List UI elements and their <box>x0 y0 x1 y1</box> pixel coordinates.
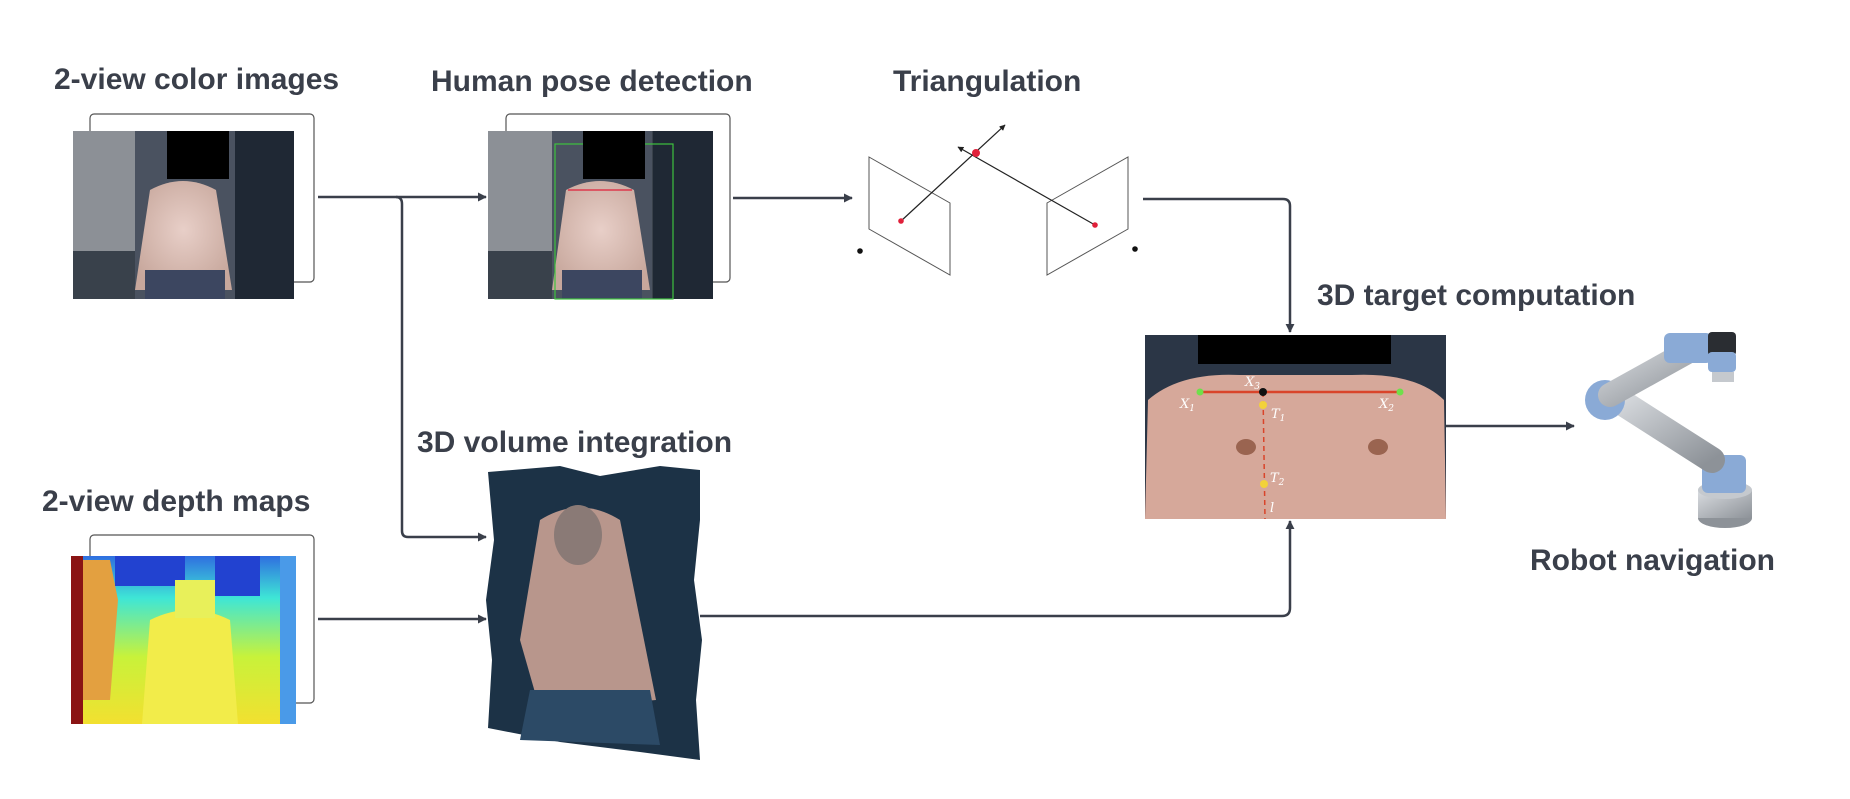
depth-maps-stack <box>71 534 315 724</box>
annotation-t2: T2 <box>1270 471 1285 488</box>
arrow-volume-to-target <box>700 520 1295 618</box>
target-point-2 <box>1260 480 1268 488</box>
target-computation-image: X1 X2 X3 T1 T2 l <box>1145 335 1446 520</box>
arrow-triangulation-to-target <box>1143 197 1295 333</box>
label-triangulation: Triangulation <box>893 65 1081 98</box>
label-target-computation: 3D target computation <box>1317 279 1635 312</box>
flow-arrows <box>318 192 1575 624</box>
volume-integration-render <box>486 466 702 760</box>
annotation-x2: X2 <box>1378 397 1394 414</box>
label-pose-detection: Human pose detection <box>431 65 753 98</box>
label-color-images: 2-view color images <box>54 63 339 96</box>
depth-map <box>71 556 296 724</box>
camera-center-right <box>1132 246 1138 252</box>
color-images-stack <box>73 113 315 299</box>
annotation-x3: X3 <box>1244 375 1260 392</box>
triangulated-point <box>972 149 980 157</box>
shoulder-midpoint <box>1259 388 1267 396</box>
label-volume-integration: 3D volume integration <box>417 426 732 459</box>
triangulation-figure <box>857 124 1138 276</box>
shoulder-point-left <box>1196 388 1204 396</box>
keypoint-right <box>1092 222 1098 228</box>
pose-images-stack <box>488 113 731 300</box>
label-robot-navigation: Robot navigation <box>1530 544 1775 577</box>
annotation-t1: T1 <box>1271 407 1285 424</box>
keypoint-left <box>898 218 904 224</box>
target-point-1 <box>1259 401 1267 409</box>
arrow-color-to-volume <box>395 195 487 542</box>
robot-arm <box>1585 332 1752 528</box>
annotation-l: l <box>1270 501 1274 516</box>
label-depth-maps: 2-view depth maps <box>42 485 310 518</box>
annotation-x1: X1 <box>1179 397 1195 414</box>
shoulder-point-right <box>1396 388 1404 396</box>
color-image <box>73 131 294 299</box>
pose-image <box>488 131 713 300</box>
camera-center-left <box>857 248 863 254</box>
